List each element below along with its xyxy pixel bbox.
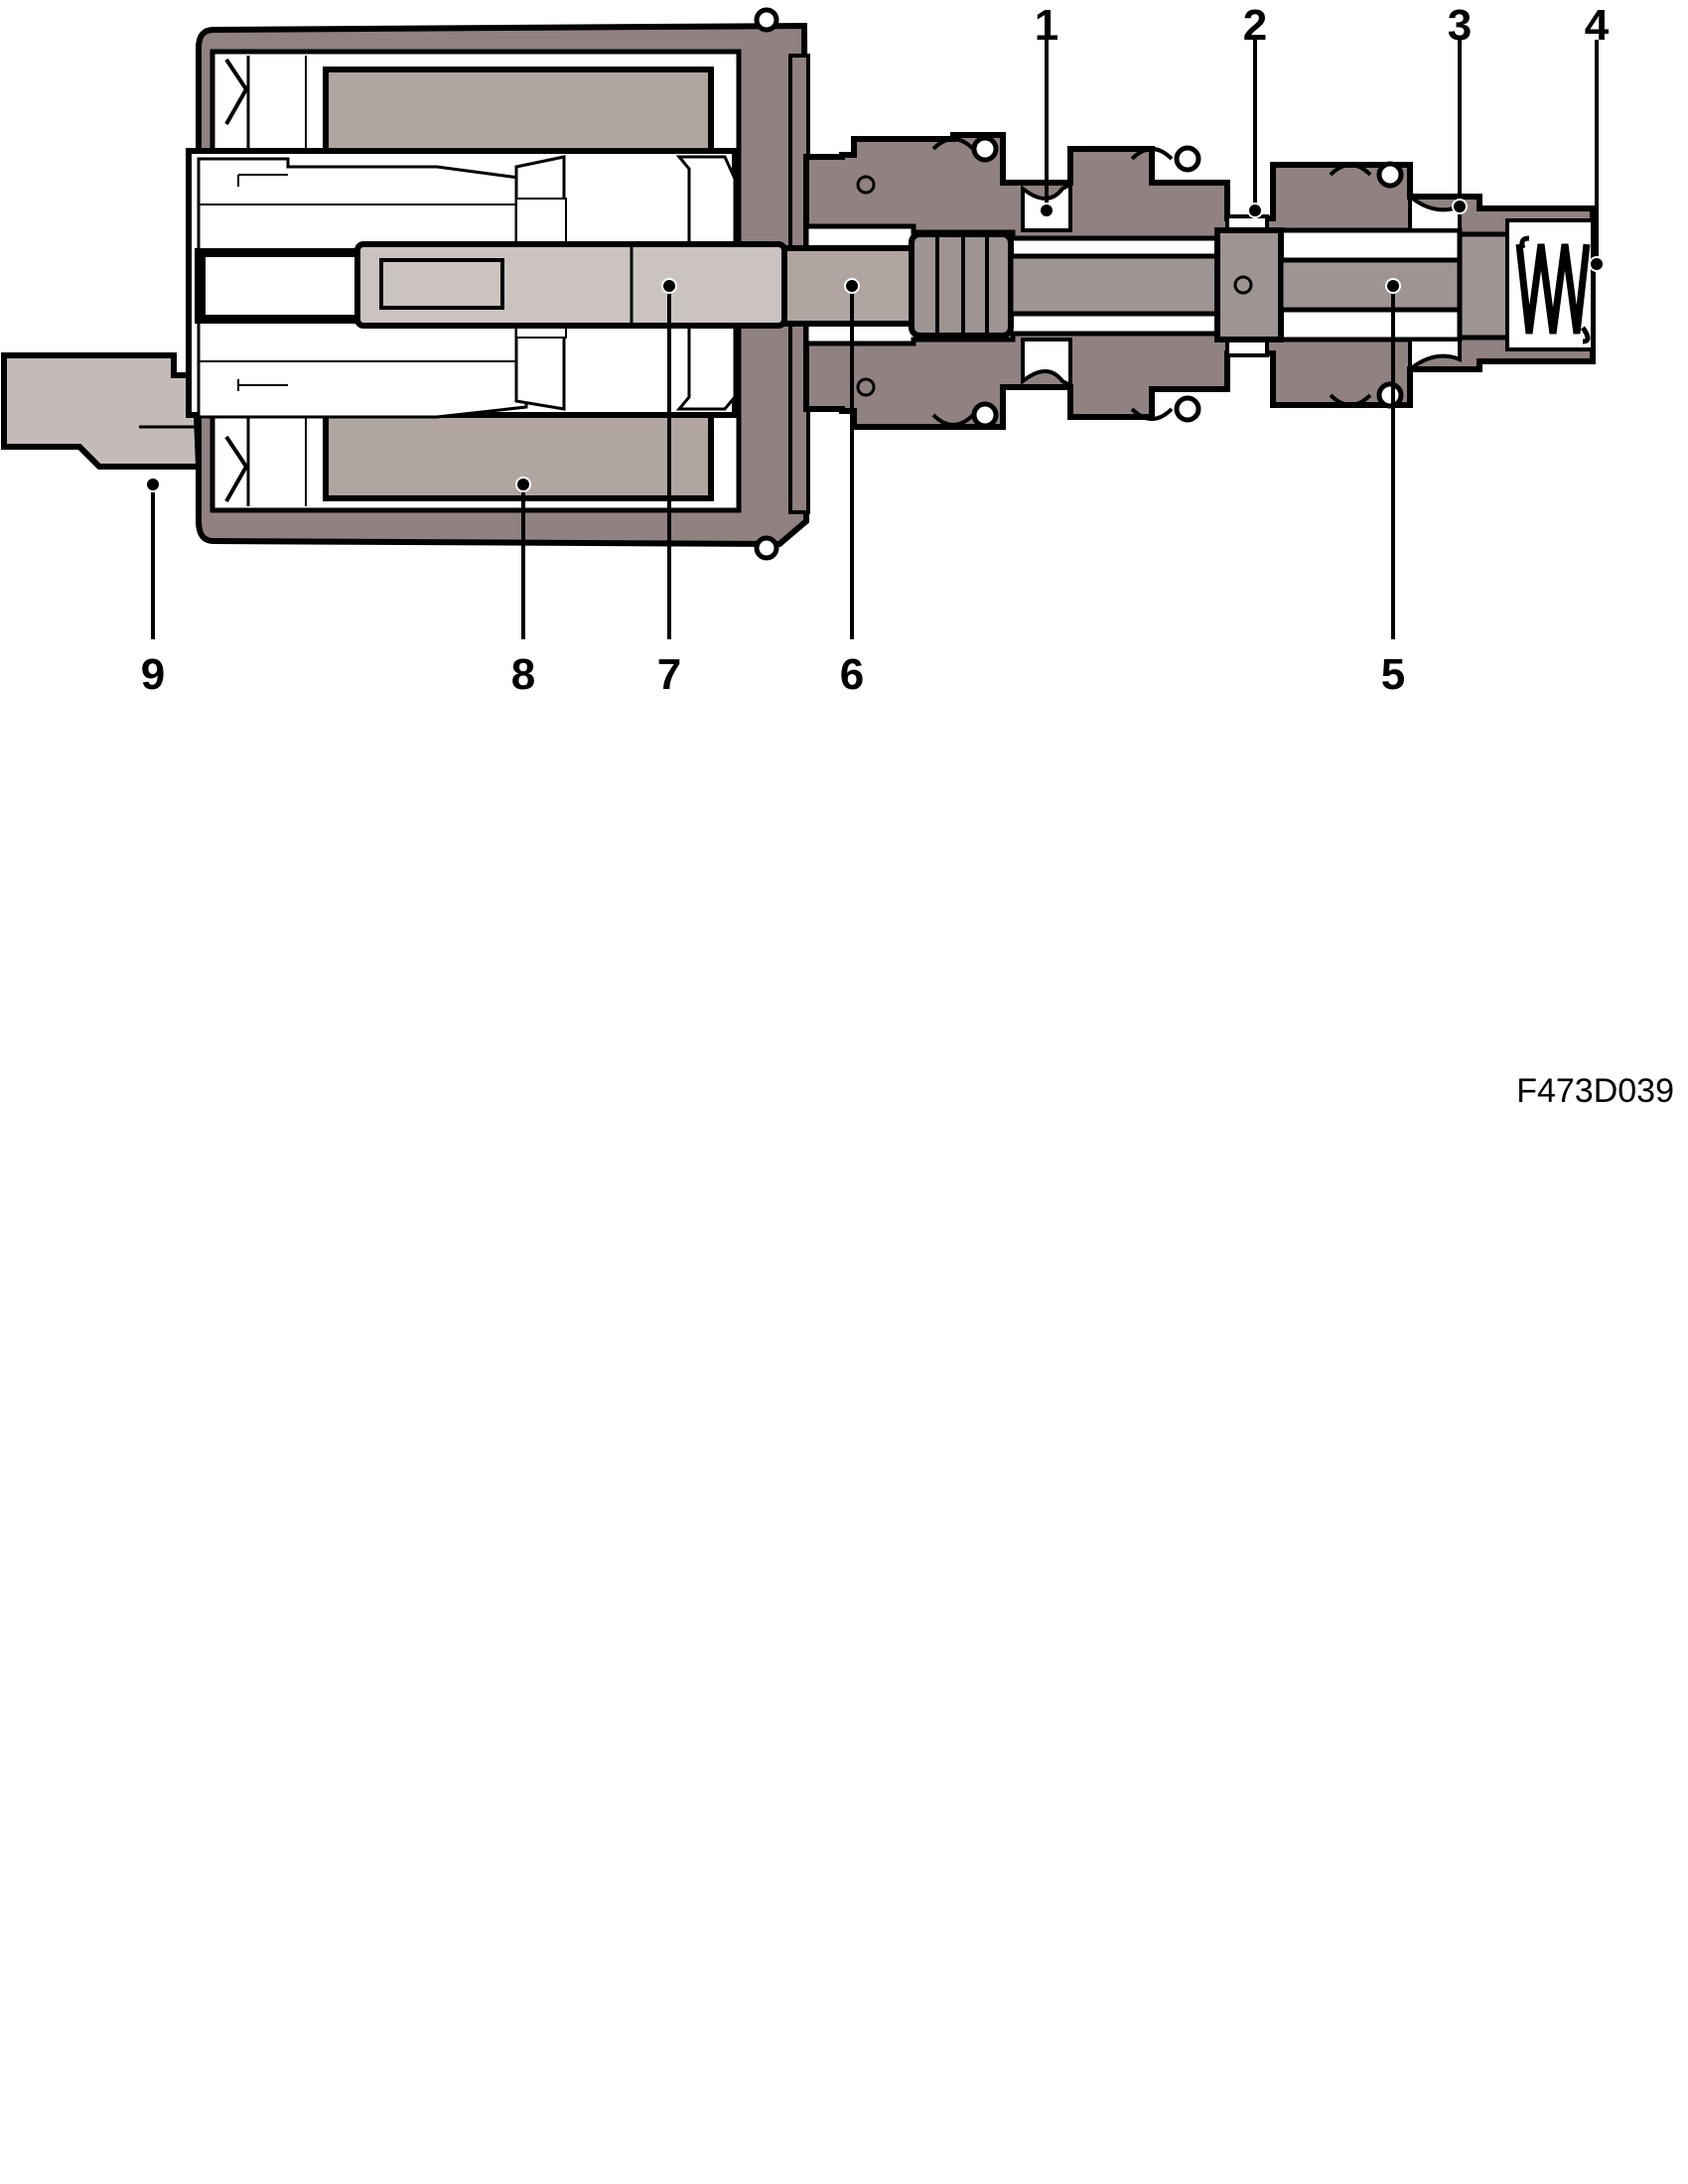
callout-9: 9 (141, 650, 165, 699)
connector-body (1, 352, 203, 470)
callout-dots (145, 199, 1605, 492)
coil-winding-top (323, 67, 714, 154)
callout-1: 1 (1035, 1, 1058, 50)
figure-code-container: F473D039 (0, 1072, 1688, 1111)
callout-5: 5 (1381, 650, 1405, 699)
spool-shaft (1008, 253, 1238, 317)
callout-8: 8 (511, 650, 535, 699)
callout-3: 3 (1448, 1, 1472, 50)
return-spring (1505, 218, 1595, 351)
leader-lines (151, 40, 1599, 639)
callout-7: 7 (657, 650, 681, 699)
callout-2: 2 (1243, 1, 1267, 50)
callout-4: 4 (1585, 1, 1610, 50)
figure-code: F473D039 (1516, 1072, 1674, 1110)
callout-6: 6 (840, 650, 864, 699)
